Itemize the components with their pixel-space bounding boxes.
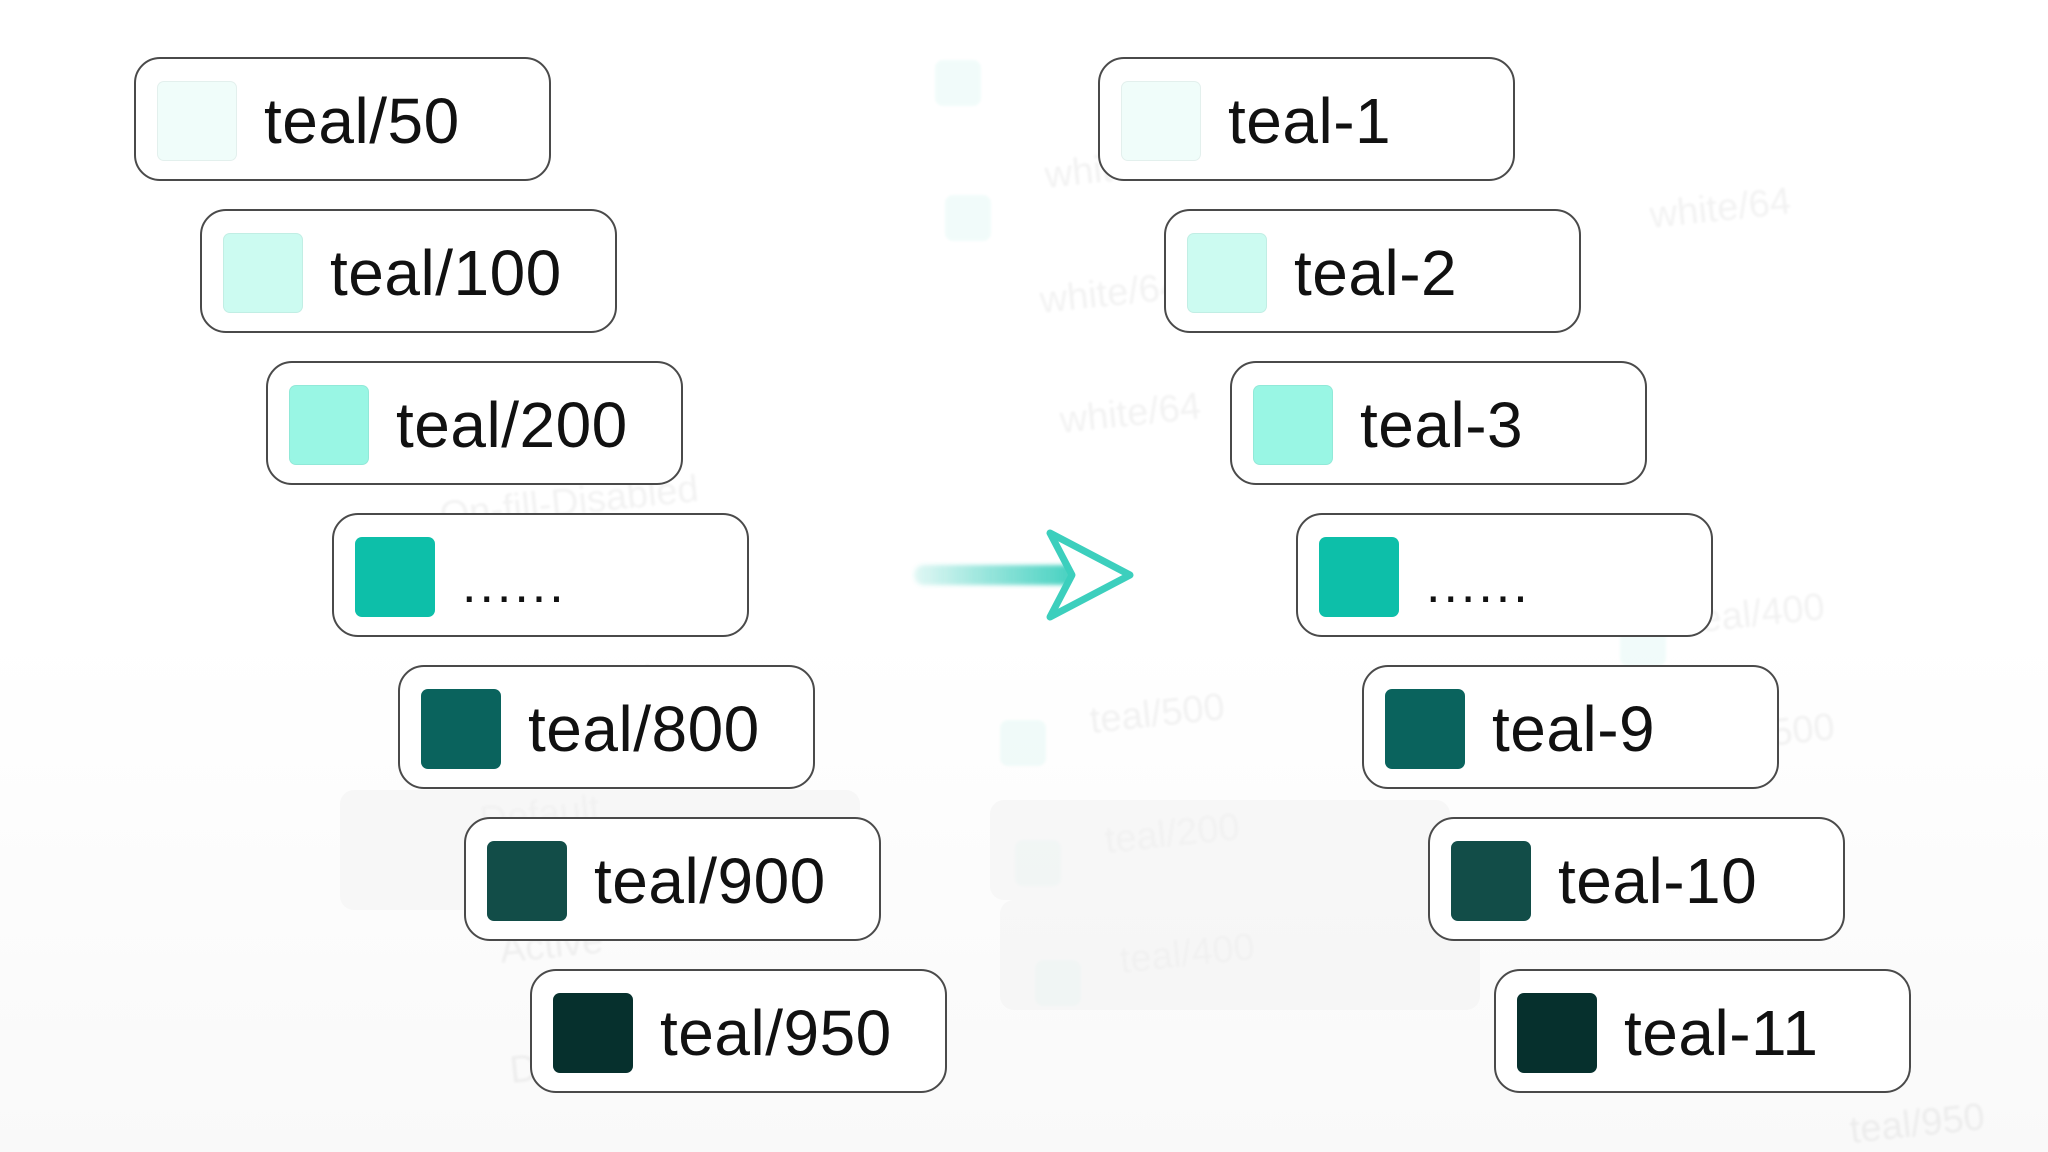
color-swatch [223, 233, 303, 313]
color-swatch [1517, 993, 1597, 1073]
new-token-card: ...... [1296, 513, 1713, 637]
token-name: teal-3 [1360, 389, 1524, 461]
ghost-panel [990, 800, 1450, 900]
token-name: teal/200 [396, 389, 628, 461]
legacy-token-card: teal/200 [266, 361, 683, 485]
token-name: teal-1 [1228, 85, 1392, 157]
new-token-card: teal-10 [1428, 817, 1845, 941]
legacy-token-card: teal/900 [464, 817, 881, 941]
color-swatch [1451, 841, 1531, 921]
ghost-label: white/64 [1037, 265, 1183, 322]
token-name: teal/950 [660, 997, 892, 1069]
ghost-label: white/64 [1647, 180, 1793, 237]
new-token-card: teal-11 [1494, 969, 1911, 1093]
color-swatch [421, 689, 501, 769]
token-name: teal-11 [1624, 997, 1819, 1069]
color-swatch [289, 385, 369, 465]
new-token-card: teal-2 [1164, 209, 1581, 333]
color-swatch [553, 993, 633, 1073]
token-name: teal-10 [1558, 845, 1758, 917]
color-swatch [1187, 233, 1267, 313]
mapping-arrow [910, 525, 1140, 625]
color-swatch [355, 537, 435, 617]
token-name: teal-2 [1294, 237, 1458, 309]
token-name: teal/50 [264, 85, 460, 157]
legacy-token-card: teal/950 [530, 969, 947, 1093]
token-name: ...... [1426, 556, 1531, 614]
ghost-panel [1000, 900, 1480, 1010]
color-swatch [157, 81, 237, 161]
legacy-token-card: teal/800 [398, 665, 815, 789]
new-token-card: teal-1 [1098, 57, 1515, 181]
token-name: teal-9 [1492, 693, 1656, 765]
color-swatch [1319, 537, 1399, 617]
color-swatch [1121, 81, 1201, 161]
arrow-right-icon [914, 529, 1134, 621]
ghost-swatch [945, 195, 991, 241]
ghost-label: teal/950 [1847, 1095, 1987, 1152]
legacy-token-card: ...... [332, 513, 749, 637]
color-swatch [1253, 385, 1333, 465]
token-name: teal/100 [330, 237, 562, 309]
new-token-card: teal-9 [1362, 665, 1779, 789]
ghost-swatch [935, 60, 981, 106]
token-name: teal/900 [594, 845, 826, 917]
token-name: teal/800 [528, 693, 760, 765]
legacy-token-card: teal/100 [200, 209, 617, 333]
legacy-token-card: teal/50 [134, 57, 551, 181]
ghost-label: white/64 [1057, 385, 1203, 442]
token-name: ...... [462, 556, 567, 614]
color-swatch [1385, 689, 1465, 769]
ghost-label: teal/500 [1087, 685, 1227, 742]
ghost-swatch [1000, 720, 1046, 766]
color-swatch [487, 841, 567, 921]
new-token-card: teal-3 [1230, 361, 1647, 485]
